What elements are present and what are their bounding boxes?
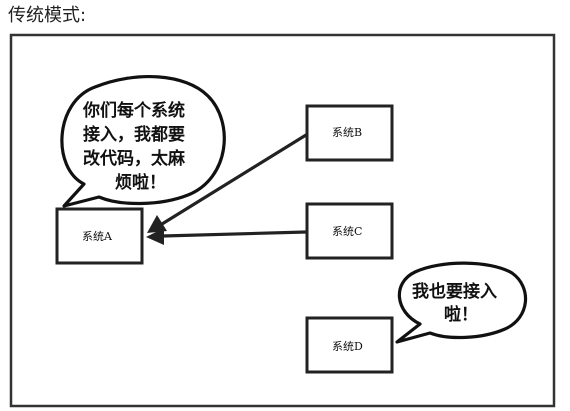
bubble-a-line-4: 烦啦！ — [115, 172, 166, 193]
system-c-label: 系统C — [332, 225, 362, 238]
bubble-a-line-3: 改代码，太麻 — [83, 148, 186, 169]
page-heading: 传统模式: — [8, 5, 87, 26]
bubble-a-line-2: 接入，我都要 — [83, 124, 185, 145]
system-a-box: 系统A — [55, 207, 144, 265]
watermark-text: 知乎 @孤独的根号三 — [398, 376, 528, 393]
bubble-a-line-1: 你们每个系统 — [82, 100, 185, 121]
bubble-d-line-2: 啦！ — [444, 304, 478, 325]
system-b-box: 系统B — [305, 104, 394, 162]
system-a-label: 系统A — [82, 230, 113, 243]
system-b-label: 系统B — [332, 126, 362, 139]
svg-text:你们每个系统 接入，我都要 改代码，: 你们每个系统 接入，我都要 改代码，太麻 烦啦！ — [82, 100, 191, 193]
system-c-box: 系统C — [305, 202, 394, 260]
system-d-box: 系统D — [305, 316, 394, 374]
arrow-b-to-a — [147, 133, 308, 233]
system-d-label: 系统D — [332, 340, 363, 353]
speech-bubble-system-a: 你们每个系统 接入，我都要 改代码，太麻 烦啦！ — [60, 74, 226, 208]
speech-bubble-system-d: 我也要接入 啦！ — [395, 261, 527, 344]
bubble-d-line-1: 我也要接入 — [412, 281, 497, 302]
svg-text:我也要接入 啦！: 我也要接入 啦！ — [412, 281, 503, 325]
arrow-c-to-a — [146, 228, 308, 245]
